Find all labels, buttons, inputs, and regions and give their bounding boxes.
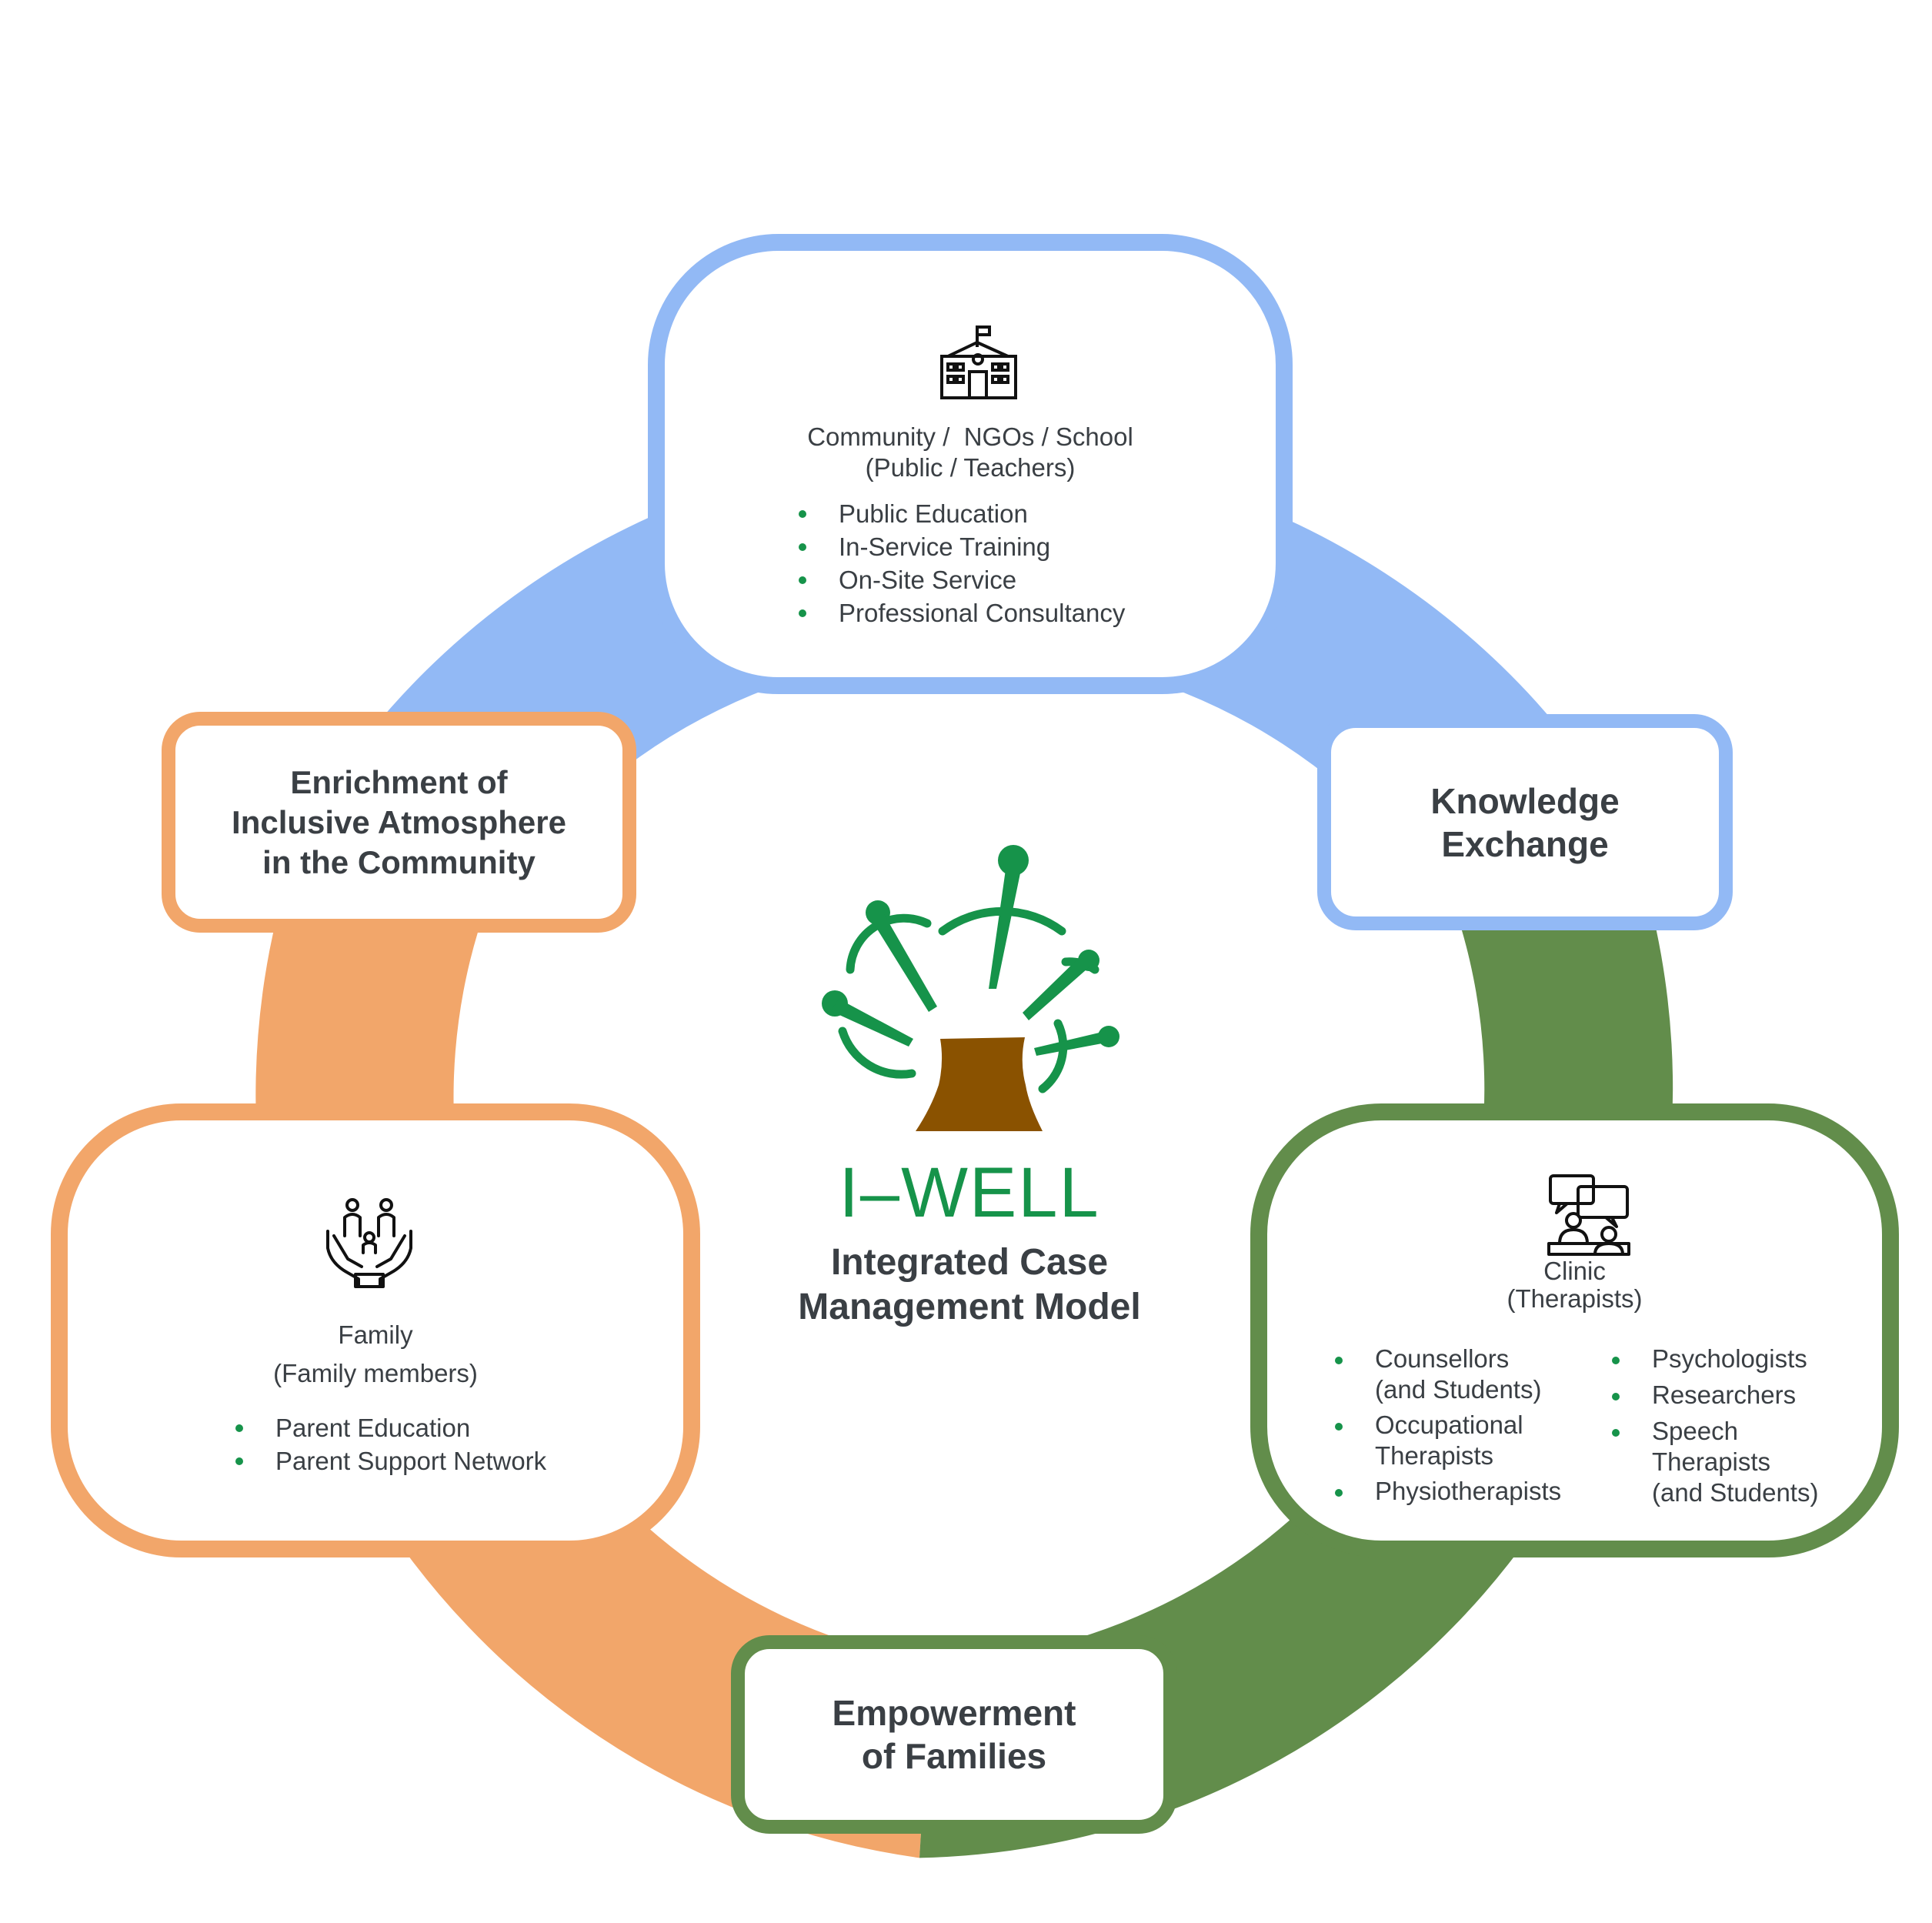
family-title-line1: Family bbox=[338, 1320, 413, 1349]
list-item-line: Therapists bbox=[1652, 1447, 1771, 1476]
list-item: In-Service Training bbox=[796, 530, 1125, 563]
list-item: Parent Education bbox=[232, 1411, 546, 1444]
empowerment-line1: Empowerment bbox=[832, 1693, 1076, 1733]
ring-segment-orange bbox=[255, 826, 932, 1858]
brand-name: I–WELL bbox=[839, 1153, 1100, 1232]
family-in-hands-icon bbox=[326, 1198, 412, 1288]
list-item-line: Researchers bbox=[1652, 1380, 1797, 1409]
empowerment-line2: of Families bbox=[861, 1736, 1047, 1776]
clinic-title-line1: Clinic bbox=[1543, 1257, 1606, 1285]
list-item: Occupational Therapists bbox=[1332, 1410, 1561, 1471]
list-item-line: (and Students) bbox=[1375, 1375, 1542, 1404]
community-title-line1: Community / NGOs / School bbox=[807, 422, 1133, 451]
list-item-line: Psychologists bbox=[1652, 1344, 1807, 1373]
list-item-line: Therapists bbox=[1375, 1441, 1494, 1470]
tree-logo-icon bbox=[822, 845, 1119, 1131]
enrichment-box: Enrichment of Inclusive Atmosphere in th… bbox=[162, 712, 636, 933]
family-title-line2: (Family members) bbox=[273, 1359, 478, 1387]
list-item-line: Counsellors bbox=[1375, 1344, 1510, 1373]
knowledge-line2: Exchange bbox=[1441, 823, 1609, 864]
community-box: Community / NGOs / School (Public / Teac… bbox=[648, 234, 1293, 694]
knowledge-exchange-box: Knowledge Exchange bbox=[1317, 714, 1733, 930]
list-item: Psychologists bbox=[1609, 1344, 1818, 1374]
clinic-title-line2: (Therapists) bbox=[1507, 1284, 1643, 1313]
community-title: Community / NGOs / School (Public / Teac… bbox=[665, 422, 1276, 483]
tree-trunk bbox=[916, 1037, 1043, 1131]
clinic-title: Clinic (Therapists) bbox=[1267, 1257, 1882, 1313]
family-box: Family (Family members) Parent Education… bbox=[51, 1103, 700, 1557]
empowerment-box: Empowerment of Families bbox=[731, 1635, 1177, 1834]
list-item: Counsellors (and Students) bbox=[1332, 1344, 1561, 1405]
brand-block: I–WELL Integrated Case Management Model bbox=[692, 1154, 1246, 1330]
list-item: Parent Support Network bbox=[232, 1444, 546, 1477]
list-item: Speech Therapists (and Students) bbox=[1609, 1416, 1818, 1508]
list-item-line: (and Students) bbox=[1652, 1478, 1819, 1507]
list-item: Public Education bbox=[796, 497, 1125, 530]
knowledge-exchange-label: Knowledge Exchange bbox=[1430, 780, 1619, 866]
enrichment-line2: Inclusive Atmosphere bbox=[232, 803, 566, 840]
knowledge-line1: Knowledge bbox=[1430, 780, 1620, 821]
brand-subtitle: Integrated Case Management Model bbox=[692, 1240, 1246, 1330]
brand-subtitle-line1: Integrated Case bbox=[830, 1242, 1109, 1283]
ring-segment-green bbox=[919, 820, 1673, 1858]
enrichment-label: Enrichment of Inclusive Atmosphere in th… bbox=[232, 763, 566, 883]
community-service-list: Public Education In-Service Training On-… bbox=[796, 497, 1125, 629]
community-title-line2: (Public / Teachers) bbox=[865, 453, 1076, 482]
family-service-list: Parent Education Parent Support Network bbox=[232, 1411, 546, 1477]
list-item-line: Speech bbox=[1652, 1417, 1738, 1445]
brand-subtitle-line2: Management Model bbox=[798, 1287, 1141, 1327]
list-item: Professional Consultancy bbox=[796, 596, 1125, 629]
enrichment-line1: Enrichment of bbox=[290, 763, 508, 800]
list-item: Researchers bbox=[1609, 1380, 1818, 1411]
enrichment-line3: in the Community bbox=[262, 843, 536, 880]
list-item-line: Physiotherapists bbox=[1375, 1477, 1562, 1505]
empowerment-label: Empowerment of Families bbox=[833, 1691, 1076, 1778]
consultation-chat-icon bbox=[1547, 1174, 1630, 1256]
list-item: Physiotherapists bbox=[1332, 1476, 1561, 1507]
school-building-icon bbox=[940, 326, 1017, 399]
clinic-list-left: Counsellors (and Students) Occupational … bbox=[1332, 1344, 1561, 1507]
list-item-line: Occupational bbox=[1375, 1411, 1523, 1439]
clinic-list-right: Psychologists Researchers Speech Therapi… bbox=[1609, 1344, 1818, 1508]
family-title: Family (Family members) bbox=[68, 1316, 683, 1393]
ring-segment-blue bbox=[304, 449, 1625, 933]
list-item: On-Site Service bbox=[796, 563, 1125, 596]
clinic-box: Clinic (Therapists) Counsellors (and Stu… bbox=[1250, 1103, 1899, 1557]
